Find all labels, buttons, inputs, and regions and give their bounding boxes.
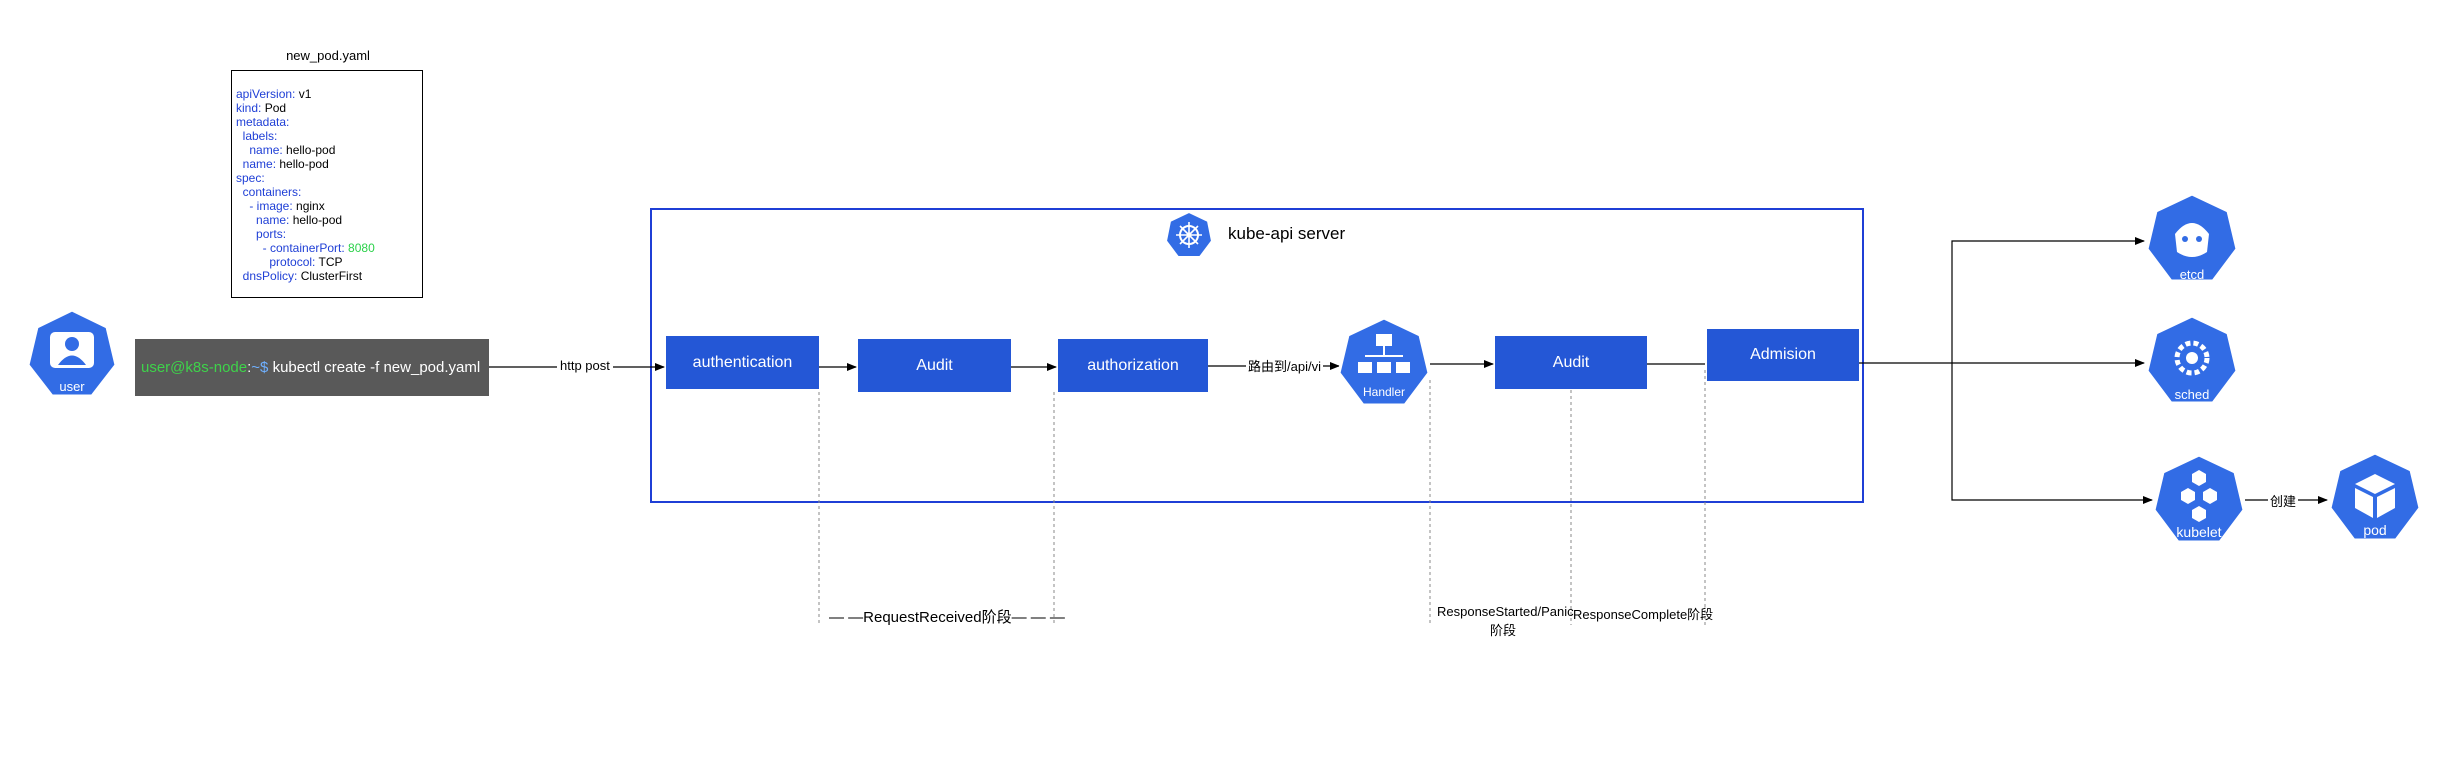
create-label: 创建 — [2268, 491, 2299, 510]
server-title: kube-api server — [1228, 224, 1346, 243]
yaml-key: ports: — [256, 227, 287, 241]
user-icon: user — [26, 308, 118, 398]
yaml-key: apiVersion: — [236, 87, 296, 101]
terminal-sep: : — [247, 359, 252, 376]
yaml-value: hello-pod — [276, 157, 329, 171]
route-label: 路由到/api/vi — [1246, 356, 1323, 375]
yaml-key: labels: — [242, 129, 278, 143]
yaml-key: dnsPolicy: — [242, 269, 298, 283]
sched-icon-label: sched — [2175, 387, 2210, 402]
response-started-stage-line1: ResponseStarted/Panic — [1437, 604, 1574, 619]
yaml-key: spec: — [236, 171, 265, 185]
yaml-value: hello-pod — [289, 213, 343, 227]
request-received-stage: — —RequestReceived阶段— — — — [829, 609, 1065, 626]
yaml-value: nginx — [292, 199, 325, 213]
yaml-line: apiVersion: v1 — [236, 87, 422, 101]
yaml-line: name: hello-pod — [236, 143, 422, 157]
handler-icon: Handler — [1337, 316, 1431, 407]
yaml-value: 8080 — [344, 241, 375, 255]
helm-wheel-icon — [1164, 210, 1214, 258]
pod-icon: pod — [2328, 451, 2422, 542]
yaml-key: kind: — [236, 101, 262, 115]
yaml-line: protocol: TCP — [236, 255, 422, 269]
user-icon-label: user — [59, 379, 85, 394]
http-post-label: http post — [557, 358, 613, 373]
yaml-line: containers: — [236, 185, 422, 199]
audit-2-label: Audit — [1552, 353, 1590, 371]
authorization-label: authorization — [1087, 356, 1179, 374]
yaml-key: - image: — [249, 199, 293, 213]
yaml-key: containers: — [242, 185, 302, 199]
edge-to-kubelet — [1951, 363, 2153, 504]
yaml-line: spec: — [236, 171, 422, 185]
yaml-line: name: hello-pod — [236, 157, 422, 171]
kubelet-icon: kubelet — [2152, 453, 2246, 544]
admission-step: Admision — [1707, 329, 1859, 381]
yaml-line: dnsPolicy: ClusterFirst — [236, 269, 422, 283]
edge-to-etcd — [1951, 237, 2145, 363]
audit-step-2: Audit — [1495, 336, 1647, 389]
authentication-step: authentication — [666, 336, 819, 389]
authorization-step: authorization — [1058, 339, 1208, 392]
yaml-key: name: — [242, 157, 277, 171]
yaml-file-title: new_pod.yaml — [286, 48, 370, 63]
yaml-value: ClusterFirst — [297, 269, 363, 283]
yaml-line: kind: Pod — [236, 101, 422, 115]
yaml-line: ports: — [236, 227, 422, 241]
terminal-command: user@k8s-node:~$ kubectl create -f new_p… — [135, 339, 489, 396]
yaml-key: protocol: — [269, 255, 316, 269]
etcd-icon: etcd — [2145, 192, 2239, 283]
yaml-line: - image: nginx — [236, 199, 422, 213]
yaml-value: v1 — [295, 87, 312, 101]
yaml-line: - containerPort: 8080 — [236, 241, 422, 255]
authentication-label: authentication — [692, 353, 793, 371]
admission-label: Admision — [1750, 346, 1816, 363]
yaml-key: - containerPort: — [262, 241, 345, 255]
yaml-key: name: — [256, 213, 290, 227]
yaml-line: metadata: — [236, 115, 422, 129]
pod-icon-label: pod — [2363, 522, 2386, 538]
sched-icon: sched — [2145, 314, 2239, 405]
yaml-value: TCP — [315, 255, 343, 269]
kube-api-server-boundary — [650, 208, 1864, 503]
terminal-prompt: ~$ — [251, 359, 269, 376]
handler-icon-label: Handler — [1363, 385, 1405, 399]
yaml-line: name: hello-pod — [236, 213, 422, 227]
yaml-value: Pod — [261, 101, 287, 115]
etcd-icon-label: etcd — [2180, 267, 2205, 282]
audit-1-label: Audit — [916, 356, 953, 374]
response-started-stage-line2: 阶段 — [1490, 623, 1517, 638]
yaml-value: hello-pod — [282, 143, 336, 157]
yaml-key: name: — [249, 143, 283, 157]
stage-lines — [818, 370, 1706, 625]
kubelet-icon-label: kubelet — [2176, 524, 2221, 540]
yaml-key: metadata: — [236, 115, 290, 129]
terminal-user: user@k8s-node — [141, 359, 248, 376]
terminal-command-text: kubectl create -f new_pod.yaml — [268, 359, 481, 376]
response-complete-stage: ResponseComplete阶段 — [1573, 607, 1714, 622]
audit-step-1: Audit — [858, 339, 1011, 392]
yaml-line: labels: — [236, 129, 422, 143]
